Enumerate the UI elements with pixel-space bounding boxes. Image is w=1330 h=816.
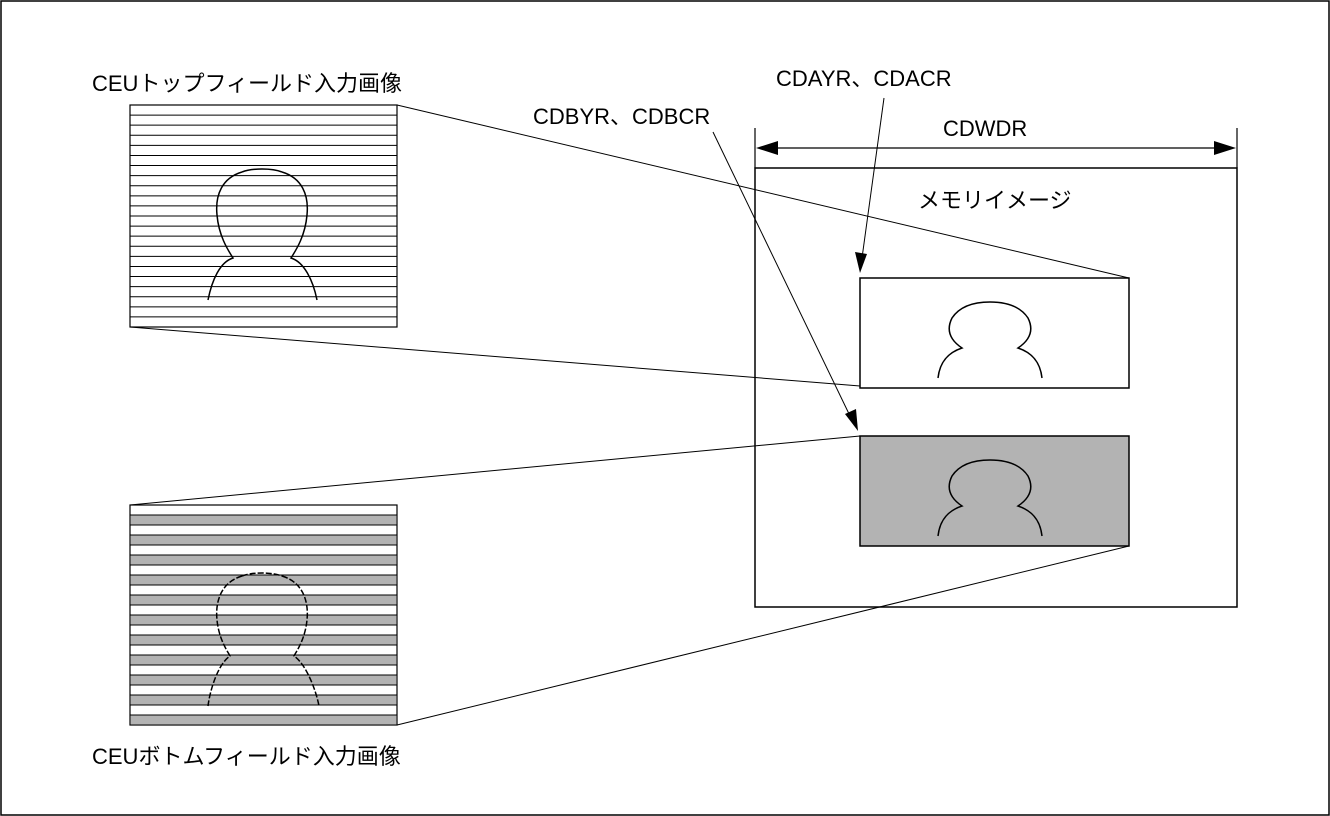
bottom-shaded-scanline — [129, 674, 398, 686]
cdwdr-arrowhead-left — [756, 141, 778, 155]
bottom-shaded-scanline — [129, 634, 398, 646]
top-field-scanlines — [130, 114, 397, 318]
top-field-person-silhouette — [207, 168, 318, 301]
memory-top-field-rect — [859, 277, 1130, 389]
bottom-shaded-scanline — [129, 594, 398, 606]
bottom-shaded-scanline — [129, 534, 398, 546]
top-field-image — [129, 104, 398, 328]
cdayr-cdacr-label: CDAYR、CDACR — [776, 66, 952, 91]
bottom-shaded-scanline — [129, 514, 398, 526]
bottom-shaded-scanline — [129, 714, 398, 726]
memory-top-person-silhouette — [937, 301, 1043, 379]
projection-line-top-lower — [129, 326, 861, 387]
top-field-title: CEUトップフィールド入力画像 — [92, 71, 403, 96]
bottom-shaded-scanline — [129, 694, 398, 706]
cdayr-pointer — [855, 97, 885, 273]
memory-bottom-person-silhouette — [937, 459, 1043, 537]
bottom-shaded-scanline — [129, 574, 398, 586]
cdbyr-cdbcr-label: CDBYR、CDBCR — [533, 104, 711, 129]
cdayr-pointer-arrowhead — [855, 252, 867, 273]
bottom-field-image — [129, 504, 398, 726]
memory-image-label: メモリイメージ — [918, 188, 1072, 213]
cdwdr-arrowhead-right — [1214, 141, 1236, 155]
bottom-shaded-scanline — [129, 614, 398, 626]
cdbyr-pointer — [712, 131, 858, 431]
memory-bottom-field-rect — [859, 435, 1130, 547]
cdbyr-pointer-arrowhead — [845, 409, 858, 431]
bottom-field-shaded-scanlines — [129, 514, 398, 726]
memory-top-field-frame — [859, 277, 1130, 389]
bottom-field-person-silhouette — [207, 572, 320, 707]
bottom-shaded-scanline — [129, 654, 398, 666]
cdwdr-dimension — [754, 128, 1238, 168]
bottom-shaded-scanline — [129, 554, 398, 566]
bottom-field-title: CEUボトムフィールド入力画像 — [92, 744, 401, 769]
projection-line-bottom-lower — [396, 545, 1130, 726]
cdayr-pointer-line — [861, 97, 885, 259]
projection-line-bottom-upper — [129, 435, 861, 506]
memory-bottom-field-frame — [859, 435, 1130, 547]
projection-line-top-upper — [396, 104, 1130, 279]
cdbyr-pointer-line — [712, 131, 852, 419]
cdwdr-label: CDWDR — [943, 116, 1028, 141]
